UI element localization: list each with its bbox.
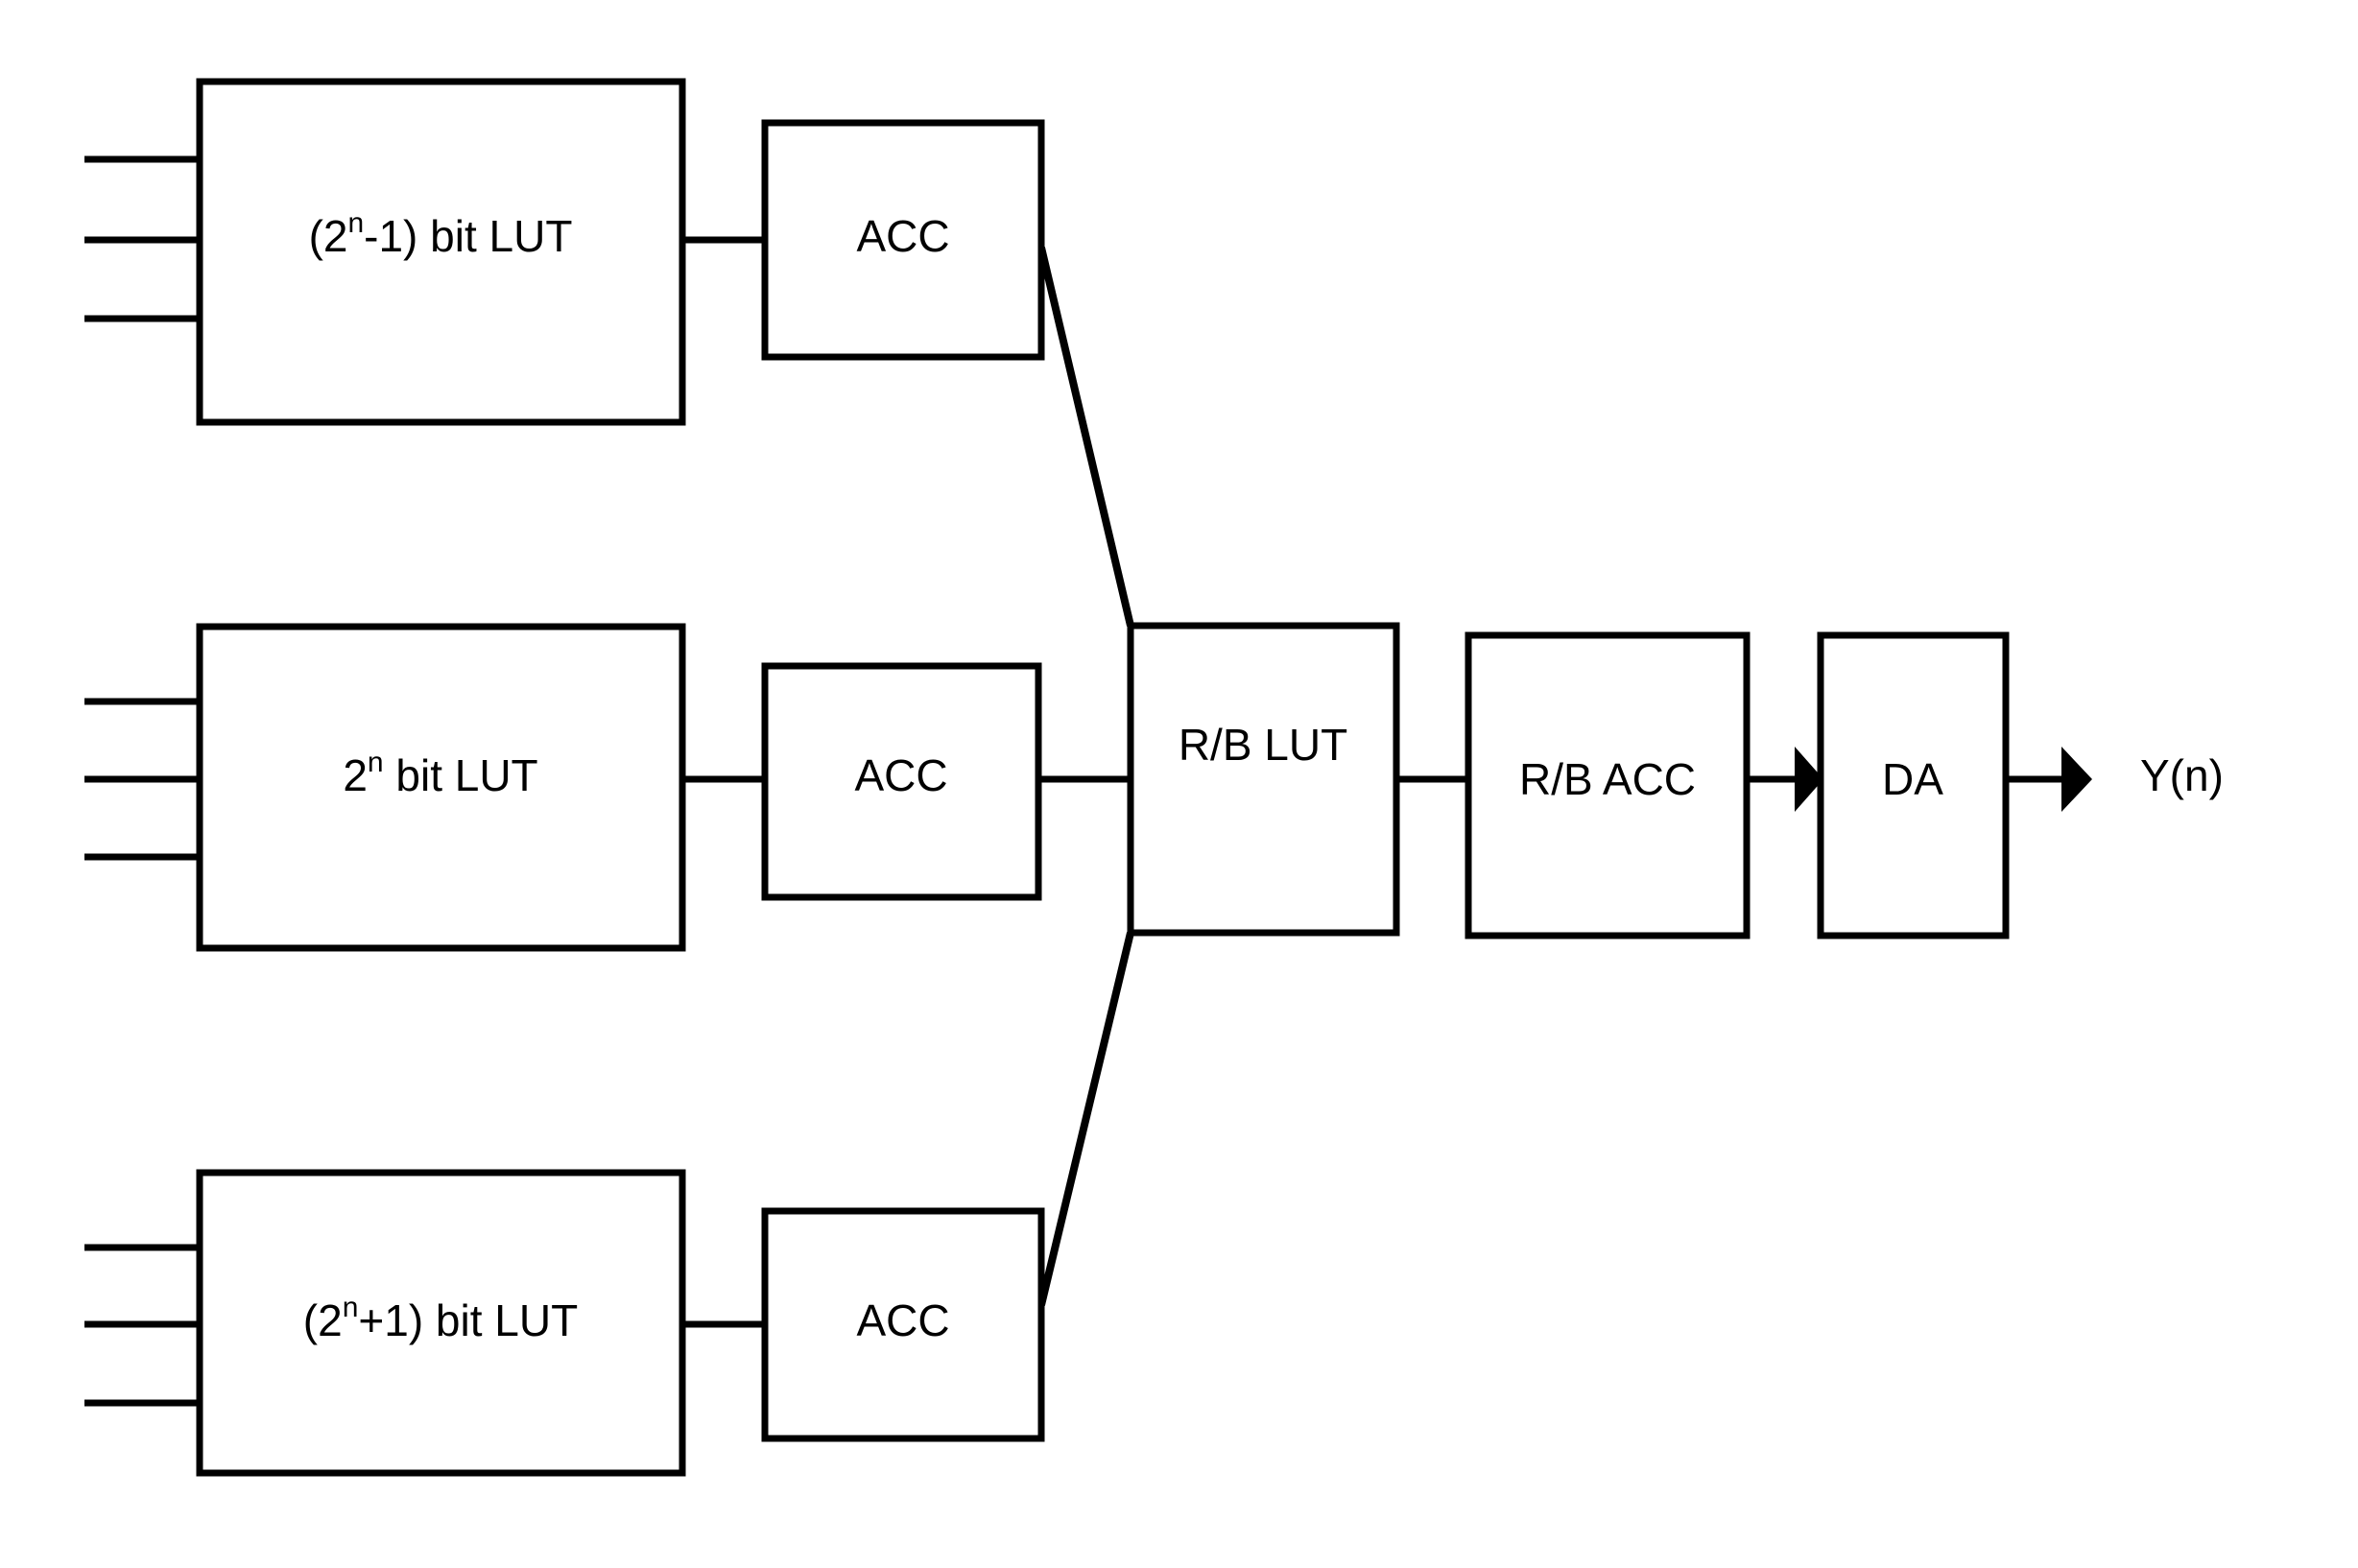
arrowhead-da-to-output	[2061, 747, 2092, 812]
block-acc-top[interactable]	[761, 119, 1045, 361]
block-acc-bot[interactable]	[761, 1207, 1045, 1442]
wire-acc-bot-to-rb-lut-diagonal	[1037, 932, 1134, 1306]
block-lut-mid[interactable]	[196, 623, 686, 952]
wire-acc-top-to-rb-lut-diagonal	[1037, 247, 1134, 627]
block-da[interactable]	[1817, 631, 2010, 939]
block-rb-acc-label: R/B ACC	[1519, 754, 1696, 804]
block-acc-mid[interactable]	[761, 662, 1042, 901]
block-lut-bot-label: (2n+1) bit LUT	[303, 1292, 578, 1345]
block-rb-acc[interactable]	[1465, 631, 1751, 939]
block-lut-top-label: (2n-1) bit LUT	[309, 207, 573, 261]
block-acc-mid-label: ACC	[854, 750, 947, 800]
output-label-yn: Y(n)	[2140, 750, 2224, 800]
block-acc-bot-label: ACC	[856, 1295, 949, 1345]
block-lut-mid-label: 2n bit LUT	[343, 747, 537, 800]
arrowhead-rb-acc-to-da	[1795, 747, 1823, 812]
block-lut-bot[interactable]	[196, 1169, 686, 1477]
block-lut-top[interactable]	[196, 78, 686, 426]
block-rb-lut[interactable]	[1127, 622, 1400, 937]
block-da-label: DA	[1882, 754, 1943, 804]
block-acc-top-label: ACC	[856, 211, 949, 261]
block-rb-lut-label: R/B LUT	[1179, 720, 1347, 770]
